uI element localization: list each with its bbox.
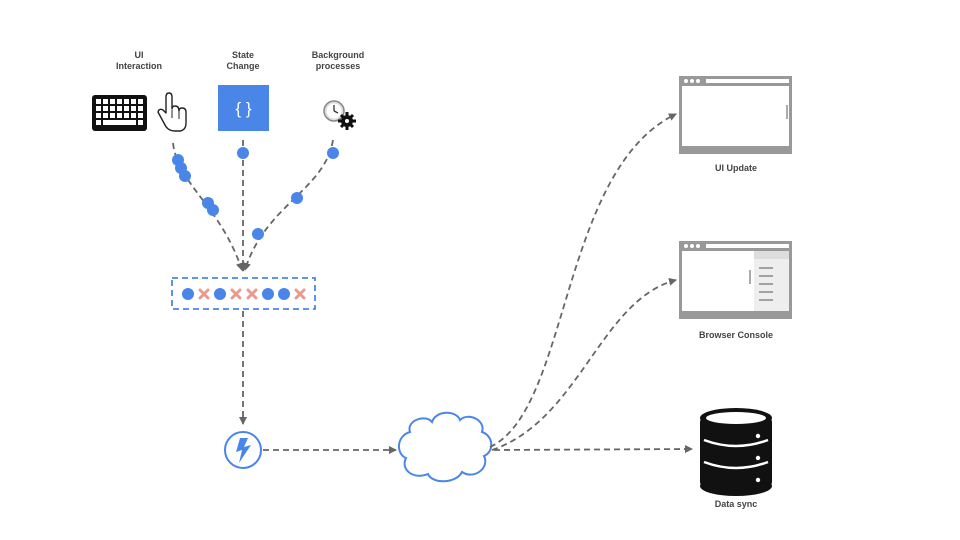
queued-event-dot xyxy=(262,288,274,300)
cloud-to-data-sync-line xyxy=(493,445,693,454)
keyboard-icon xyxy=(92,95,147,131)
clock-gear-icon xyxy=(323,100,356,130)
hand-pointer-icon xyxy=(157,92,187,132)
dropped-event-x xyxy=(294,288,306,300)
event-dot xyxy=(179,170,191,182)
event-dot xyxy=(207,204,219,216)
cloud-to-browser-console-line xyxy=(491,277,677,451)
event-queue xyxy=(171,277,316,310)
ui-interaction-label: UI Interaction xyxy=(115,50,162,71)
dropped-event-x xyxy=(246,288,258,300)
state-change-icon: { } xyxy=(218,85,269,131)
browser-console-window-icon xyxy=(679,241,792,319)
ui-update-window-icon xyxy=(679,76,792,154)
dropped-event-x xyxy=(230,288,242,300)
cloud-to-ui-update-line xyxy=(489,113,677,448)
event-dot xyxy=(252,228,264,240)
queued-event-dot xyxy=(278,288,290,300)
database-icon xyxy=(700,408,772,496)
queued-event-dot xyxy=(182,288,194,300)
browser-console-label: Browser Console xyxy=(698,330,774,340)
event-dot xyxy=(327,147,339,159)
background-flow-line xyxy=(243,139,334,271)
event-dot xyxy=(291,192,303,204)
queued-event-dot xyxy=(214,288,226,300)
cloud-icon xyxy=(398,411,493,483)
background-processes-label: Background processes xyxy=(311,50,365,71)
event-dot xyxy=(237,147,249,159)
data-sync-label: Data sync xyxy=(714,499,758,509)
braces-glyph: { } xyxy=(235,99,251,118)
lightning-bolt-icon xyxy=(224,431,262,469)
ui-update-label: UI Update xyxy=(714,163,757,173)
dropped-event-x xyxy=(198,288,210,300)
state-change-label: State Change xyxy=(226,50,260,71)
